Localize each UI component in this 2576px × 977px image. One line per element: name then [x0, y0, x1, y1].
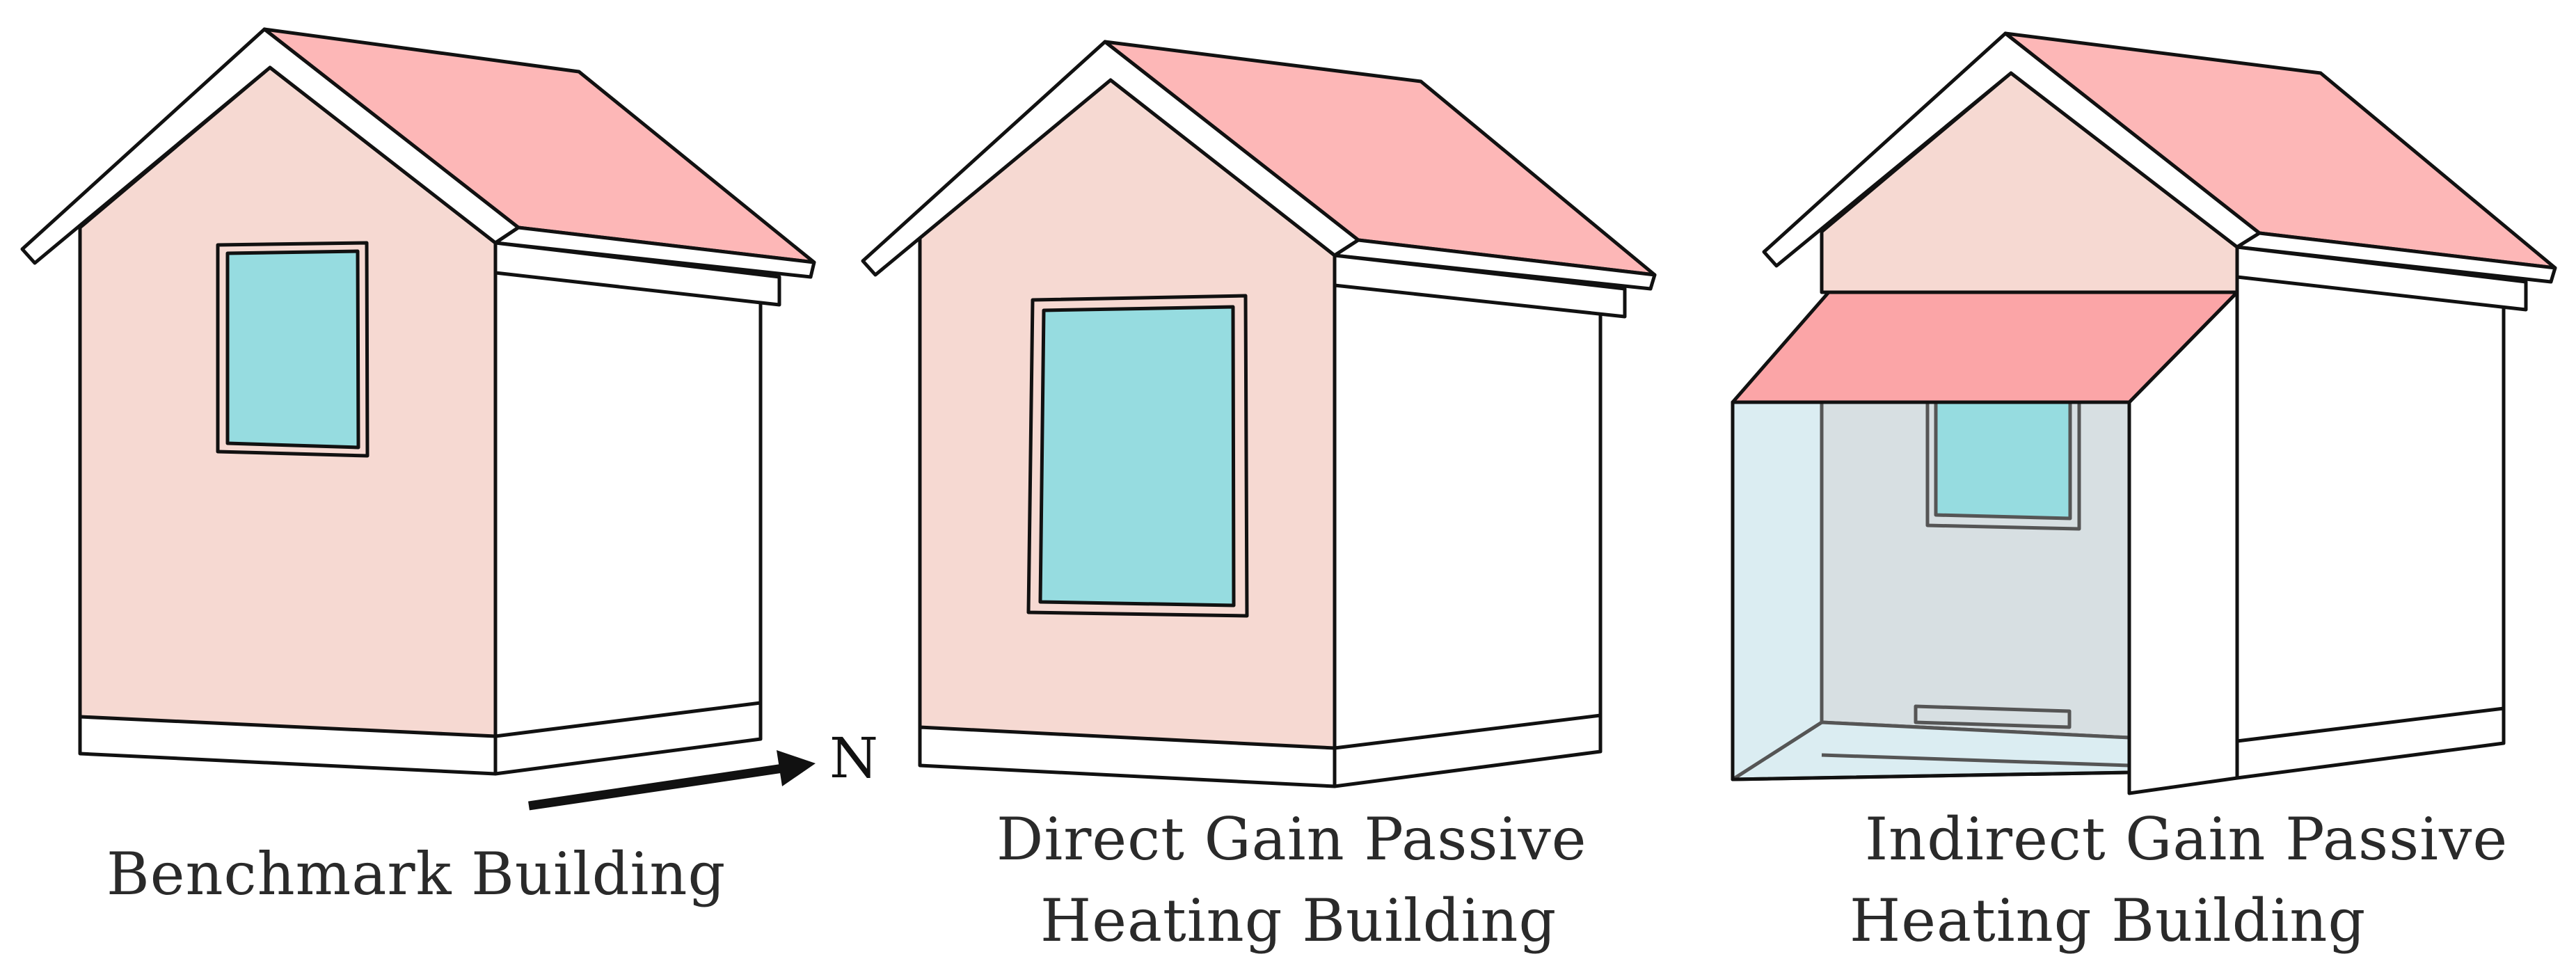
caption-direct-line2: Heating Building — [1040, 887, 1557, 955]
fascia-board-lower — [493, 241, 781, 307]
fascia-board-lower — [2235, 245, 2528, 312]
direct-gain-building — [861, 40, 1657, 788]
caption-indirect-line1: Indirect Gain Passive — [1865, 805, 2508, 873]
indirect-gain-building — [1731, 31, 2557, 795]
base-plinth-side — [493, 701, 763, 776]
side-wall — [493, 241, 763, 742]
sunspace-roof — [1731, 290, 2239, 404]
sunspace-glazing — [1731, 400, 1824, 781]
fascia-board — [493, 225, 816, 279]
window-glass — [1038, 305, 1236, 607]
side-wall — [2235, 245, 2506, 747]
caption-indirect-line2: Heating Building — [1850, 887, 2366, 955]
vent-slot — [1914, 704, 2072, 729]
north-label: N — [829, 726, 878, 791]
arrow-head-icon — [777, 750, 816, 786]
fascia-board-lower — [1333, 253, 1627, 319]
benchmark-building — [20, 27, 816, 776]
north-arrow: N — [528, 726, 878, 811]
fascia-board — [1333, 238, 1657, 291]
arrow-shaft — [528, 763, 788, 811]
side-wall — [1333, 253, 1603, 754]
caption-direct-line1: Direct Gain Passive — [996, 805, 1587, 873]
fascia-board — [2235, 231, 2557, 284]
window-glass — [225, 249, 360, 450]
base-plinth-side — [1333, 713, 1603, 788]
caption-benchmark: Benchmark Building — [106, 840, 726, 908]
window-glass — [1934, 400, 2072, 521]
